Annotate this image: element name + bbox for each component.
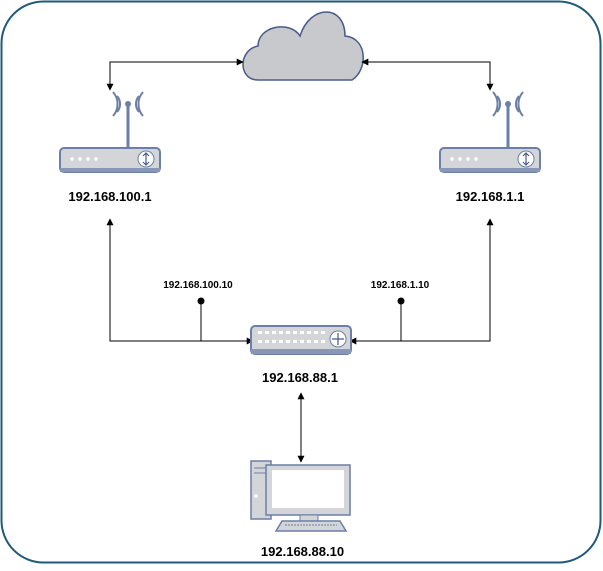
desktop-computer-icon xyxy=(250,460,351,532)
wireless-router-left-icon xyxy=(59,91,161,173)
wan-pin-left xyxy=(197,297,205,341)
switch-icon xyxy=(250,325,352,355)
link-router-right-switch xyxy=(349,218,494,345)
wireless-router-right-icon xyxy=(439,91,541,173)
switch-label: 192.168.88.1 xyxy=(262,370,338,385)
router-right-label: 192.168.1.1 xyxy=(455,189,525,204)
link-cloud-router-left xyxy=(106,58,244,91)
wan-pin-right xyxy=(397,297,405,341)
link-cloud-router-right xyxy=(361,58,494,91)
router-left-label: 192.168.100.1 xyxy=(68,189,152,204)
link-router-left-switch xyxy=(106,218,254,345)
cloud-icon xyxy=(242,11,364,81)
wan-address-right-label: 192.168.1.10 xyxy=(370,280,430,291)
pc-label: 192.168.88.10 xyxy=(260,544,345,559)
wan-address-left-label: 192.168.100.10 xyxy=(163,280,233,291)
